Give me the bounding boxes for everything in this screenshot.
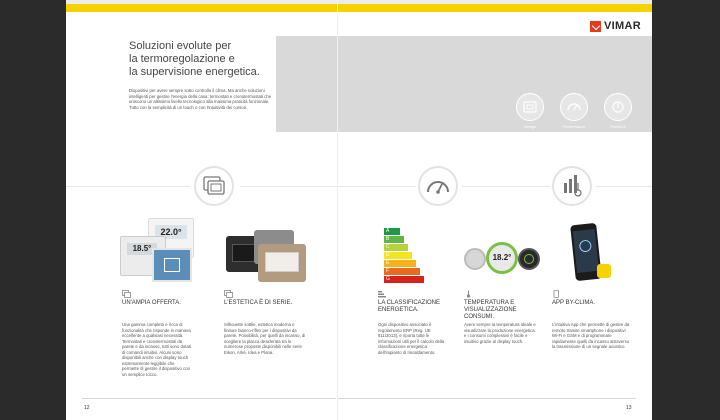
temperature-icon — [464, 290, 473, 300]
plates-icon — [224, 290, 233, 300]
wood-plate — [258, 244, 306, 282]
headline-line-2: la termoregolazione e — [129, 53, 235, 65]
class-b: B — [384, 236, 404, 243]
plates-product-image — [226, 226, 316, 286]
page-fold — [337, 0, 338, 420]
divider-right — [462, 186, 550, 187]
smartphone-screen — [572, 228, 600, 274]
thermostats-icon — [122, 290, 131, 300]
vimar-logo: VIMAR — [590, 20, 641, 32]
performance-label: Performance — [562, 124, 586, 129]
intro-box — [66, 26, 276, 132]
app-icon — [552, 290, 561, 300]
thermostat-display: 22.0° — [155, 225, 187, 239]
performance-icon — [560, 93, 588, 121]
design-icon — [516, 93, 544, 121]
col2-text: Silhouette sottile, estetica moderna e f… — [224, 322, 306, 355]
touch-screen-icon — [164, 258, 180, 272]
col3-text: Ogni dispositivo associato il regolament… — [378, 322, 445, 355]
class-f: F — [384, 268, 420, 275]
logo-text: VIMAR — [604, 20, 641, 32]
headline-line-1: Soluzioni evolute per — [129, 40, 232, 52]
dial-product-image: 18.2° — [464, 242, 544, 278]
thermostats-feature-icon — [194, 166, 234, 206]
col5-title: APP BY-CLIMA. — [552, 300, 596, 306]
app-product-image — [570, 222, 611, 286]
accent-bar — [66, 4, 652, 12]
intro-paragraph: Dispositivi per avere sempre sotto contr… — [129, 88, 272, 110]
functions-label: Funzioni — [610, 124, 626, 129]
page-number-right: 13 — [626, 405, 632, 411]
brochure-spread: VIMAR Soluzioni evolute per la termorego… — [66, 0, 652, 420]
page-headline: Soluzioni evolute per la termoregolazion… — [129, 40, 279, 79]
divider-mid — [240, 186, 416, 187]
functions-icon — [604, 93, 632, 121]
top-edge — [66, 0, 652, 4]
energy-class-icon — [378, 290, 387, 300]
thermostats-product-image: 22.0° 18.5° — [118, 216, 208, 284]
class-g: G — [384, 276, 424, 283]
touch-thermostat — [152, 248, 192, 282]
dial-center: 18.2° — [486, 242, 518, 274]
app-feature-icon — [552, 166, 592, 206]
class-a: A — [384, 228, 400, 235]
divider-left — [66, 186, 190, 187]
dial-right-ring — [524, 254, 534, 264]
app-logo-icon — [597, 264, 611, 278]
class-d: D — [384, 252, 412, 259]
col3-title: LA CLASSIFICAZIONE ENERGETICA. — [378, 300, 441, 313]
performance-feature-icon — [418, 166, 458, 206]
footer-rule-right — [338, 398, 636, 399]
app-dial-icon — [578, 239, 592, 253]
footer-rule-left — [82, 398, 336, 399]
wood-plate-display — [265, 252, 299, 272]
energy-class-chart: A B C D E F G — [384, 228, 430, 284]
col5-text: L'intuitiva App che permette di gestire … — [552, 322, 630, 349]
col4-text: Avere sempre la temperatura ideale e vis… — [464, 322, 536, 344]
design-label: Design — [523, 124, 537, 129]
col4-title: TEMPERATURA E VISUALIZZAZIONE CONSUMI. — [464, 300, 517, 320]
page-number-left: 12 — [84, 405, 90, 411]
dial-left — [464, 248, 486, 270]
headline-line-3: la supervisione energetica. — [129, 66, 260, 78]
divider-end — [596, 186, 652, 187]
col1-text: Una gamma completa e ricca di funzionali… — [122, 322, 192, 377]
class-c: C — [384, 244, 408, 251]
col2-title: L'ESTETICA È DI SERIE. — [224, 300, 293, 306]
dial-right — [518, 248, 540, 270]
col1-title: UN'AMPIA OFFERTA. — [122, 300, 181, 306]
vimar-logo-icon — [590, 20, 601, 32]
thermostat-back-display: 18.5° — [127, 243, 157, 255]
class-e: E — [384, 260, 416, 267]
